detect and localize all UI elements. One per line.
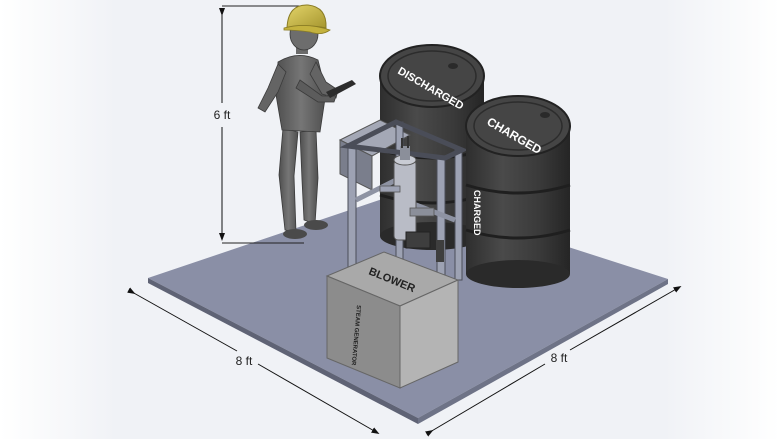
steam-generator-frame	[338, 119, 469, 281]
width-right-arrow-b	[569, 286, 682, 351]
charged-drum: CHARGED CHARGED	[465, 95, 571, 288]
height-dimension: 6 ft	[214, 5, 304, 244]
charged-side-label: CHARGED	[472, 190, 482, 236]
height-label: 6 ft	[214, 108, 231, 122]
width-dimension-left: 8 ft	[127, 287, 380, 434]
width-left-arrow-b	[257, 363, 380, 434]
width-left-arrow-a	[127, 287, 238, 352]
blower-box: BLOWER STEAM GENERATOR	[325, 251, 460, 389]
platform-left-edge	[148, 278, 418, 424]
human-figure	[257, 4, 356, 239]
platform-right-edge	[418, 279, 668, 424]
width-right-arrow-a	[425, 363, 546, 437]
width-dimension-right: 8 ft	[425, 286, 682, 437]
width-right-label: 8 ft	[551, 351, 568, 365]
steam-generator-label: STEAM GENERATOR	[350, 305, 361, 366]
width-left-label: 8 ft	[236, 354, 253, 368]
blower-right-side	[399, 279, 459, 389]
tablet	[326, 80, 356, 98]
